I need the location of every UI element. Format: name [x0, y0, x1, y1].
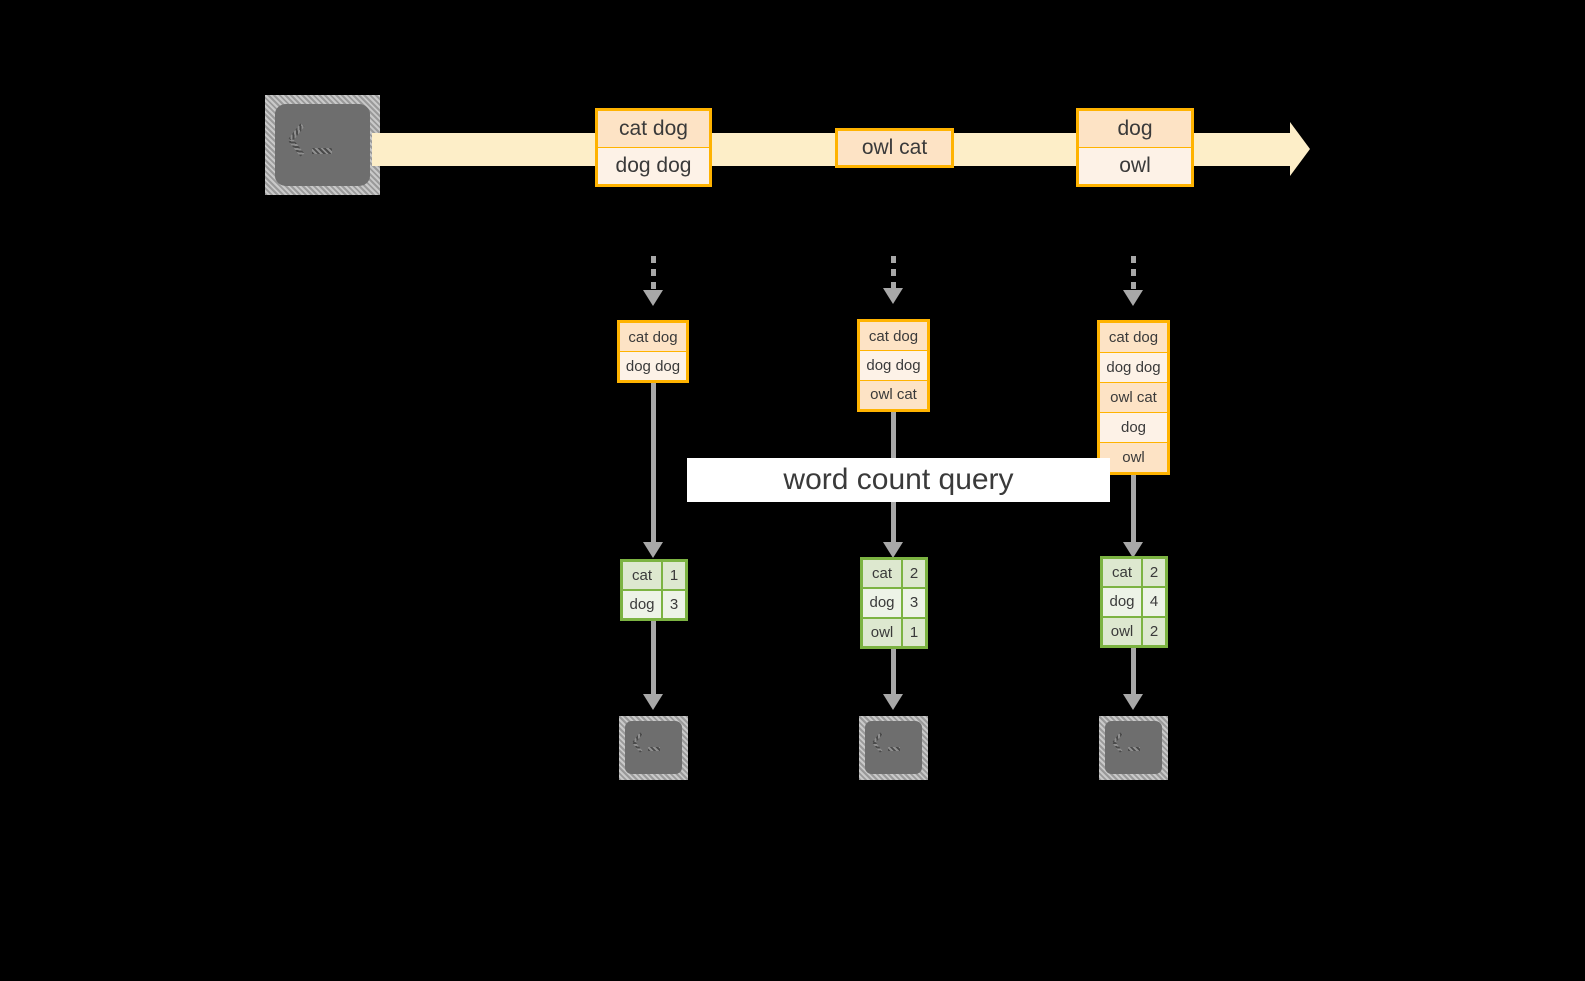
- result-word: owl: [863, 618, 903, 646]
- result-count: 2: [903, 560, 925, 588]
- sink-terminal-icon-3: [1099, 716, 1168, 780]
- result-word: cat: [863, 560, 903, 588]
- snapshot-message: dog: [1100, 413, 1167, 443]
- query-arrowhead-icon: [883, 542, 903, 558]
- table-row: cat 2: [863, 560, 925, 590]
- result-table-3[interactable]: cat 2 dog 4 owl 2: [1100, 556, 1168, 648]
- snapshot-message: dog dog: [1100, 353, 1167, 383]
- stream-message: cat dog: [598, 111, 709, 148]
- result-count: 3: [663, 591, 685, 618]
- snapshot-table-1[interactable]: cat dog dog dog: [617, 320, 689, 383]
- result-count: 1: [663, 562, 685, 589]
- snapshot-trigger-connector-1: [651, 256, 656, 292]
- table-row: dog 3: [623, 591, 685, 618]
- sink-connector-2: [891, 649, 896, 699]
- stream-group-3[interactable]: dog owl: [1076, 108, 1194, 187]
- table-row: dog 3: [863, 589, 925, 619]
- sink-arrowhead-icon: [643, 694, 663, 710]
- result-table-1[interactable]: cat 1 dog 3: [620, 559, 688, 621]
- stream-group-1[interactable]: cat dog dog dog: [595, 108, 712, 187]
- table-row: dog 4: [1103, 588, 1165, 618]
- result-word: dog: [623, 591, 663, 618]
- snapshot-trigger-arrowhead-icon: [643, 290, 663, 306]
- sink-terminal-icon-2: [859, 716, 928, 780]
- snapshot-table-3[interactable]: cat dog dog dog owl cat dog owl: [1097, 320, 1170, 475]
- snapshot-table-2[interactable]: cat dog dog dog owl cat: [857, 319, 930, 412]
- snapshot-trigger-arrowhead-icon: [883, 288, 903, 304]
- stream-message: dog dog: [598, 148, 709, 184]
- sink-connector-1: [651, 621, 656, 699]
- sink-connector-3: [1131, 648, 1136, 699]
- result-word: cat: [623, 562, 663, 589]
- stream-message: owl cat: [838, 131, 951, 165]
- stream-group-2[interactable]: owl cat: [835, 128, 954, 168]
- result-word: dog: [863, 589, 903, 617]
- result-count: 2: [1143, 617, 1165, 645]
- terminal-body: [275, 104, 370, 186]
- table-row: owl 1: [863, 618, 925, 646]
- table-row: cat 1: [623, 562, 685, 591]
- query-label-text: word count query: [783, 463, 1014, 496]
- stream-message: owl: [1079, 148, 1191, 184]
- result-word: cat: [1103, 559, 1143, 587]
- query-label-banner: word count query: [687, 458, 1110, 502]
- stream-arrow-head-icon: [1290, 122, 1310, 176]
- snapshot-trigger-arrowhead-icon: [1123, 290, 1143, 306]
- snapshot-message: cat dog: [620, 323, 686, 352]
- query-arrowhead-icon: [1123, 542, 1143, 558]
- table-row: owl 2: [1103, 617, 1165, 645]
- snapshot-message: cat dog: [1100, 323, 1167, 353]
- result-count: 4: [1143, 588, 1165, 616]
- result-count: 1: [903, 618, 925, 646]
- snapshot-message: owl cat: [860, 380, 927, 409]
- query-connector-3: [1131, 475, 1136, 547]
- terminal-cursor-icon: [312, 148, 332, 154]
- query-connector-1: [651, 383, 656, 547]
- terminal-cursor-icon: [1128, 747, 1140, 751]
- sink-terminal-icon-1: [619, 716, 688, 780]
- result-count: 3: [903, 589, 925, 617]
- snapshot-message: owl cat: [1100, 383, 1167, 413]
- result-word: owl: [1103, 617, 1143, 645]
- result-table-2[interactable]: cat 2 dog 3 owl 1: [860, 557, 928, 649]
- sink-arrowhead-icon: [883, 694, 903, 710]
- snapshot-message: dog dog: [860, 351, 927, 381]
- result-word: dog: [1103, 588, 1143, 616]
- source-terminal-icon: [265, 95, 380, 195]
- snapshot-message: cat dog: [860, 322, 927, 352]
- snapshot-trigger-connector-3: [1131, 256, 1136, 292]
- query-arrowhead-icon: [643, 542, 663, 558]
- table-row: cat 2: [1103, 559, 1165, 589]
- snapshot-trigger-connector-2: [891, 256, 896, 290]
- snapshot-message: owl: [1100, 443, 1167, 472]
- snapshot-message: dog dog: [620, 352, 686, 380]
- terminal-cursor-icon: [888, 747, 900, 751]
- sink-arrowhead-icon: [1123, 694, 1143, 710]
- terminal-cursor-icon: [648, 747, 660, 751]
- stream-message: dog: [1079, 111, 1191, 148]
- result-count: 2: [1143, 559, 1165, 587]
